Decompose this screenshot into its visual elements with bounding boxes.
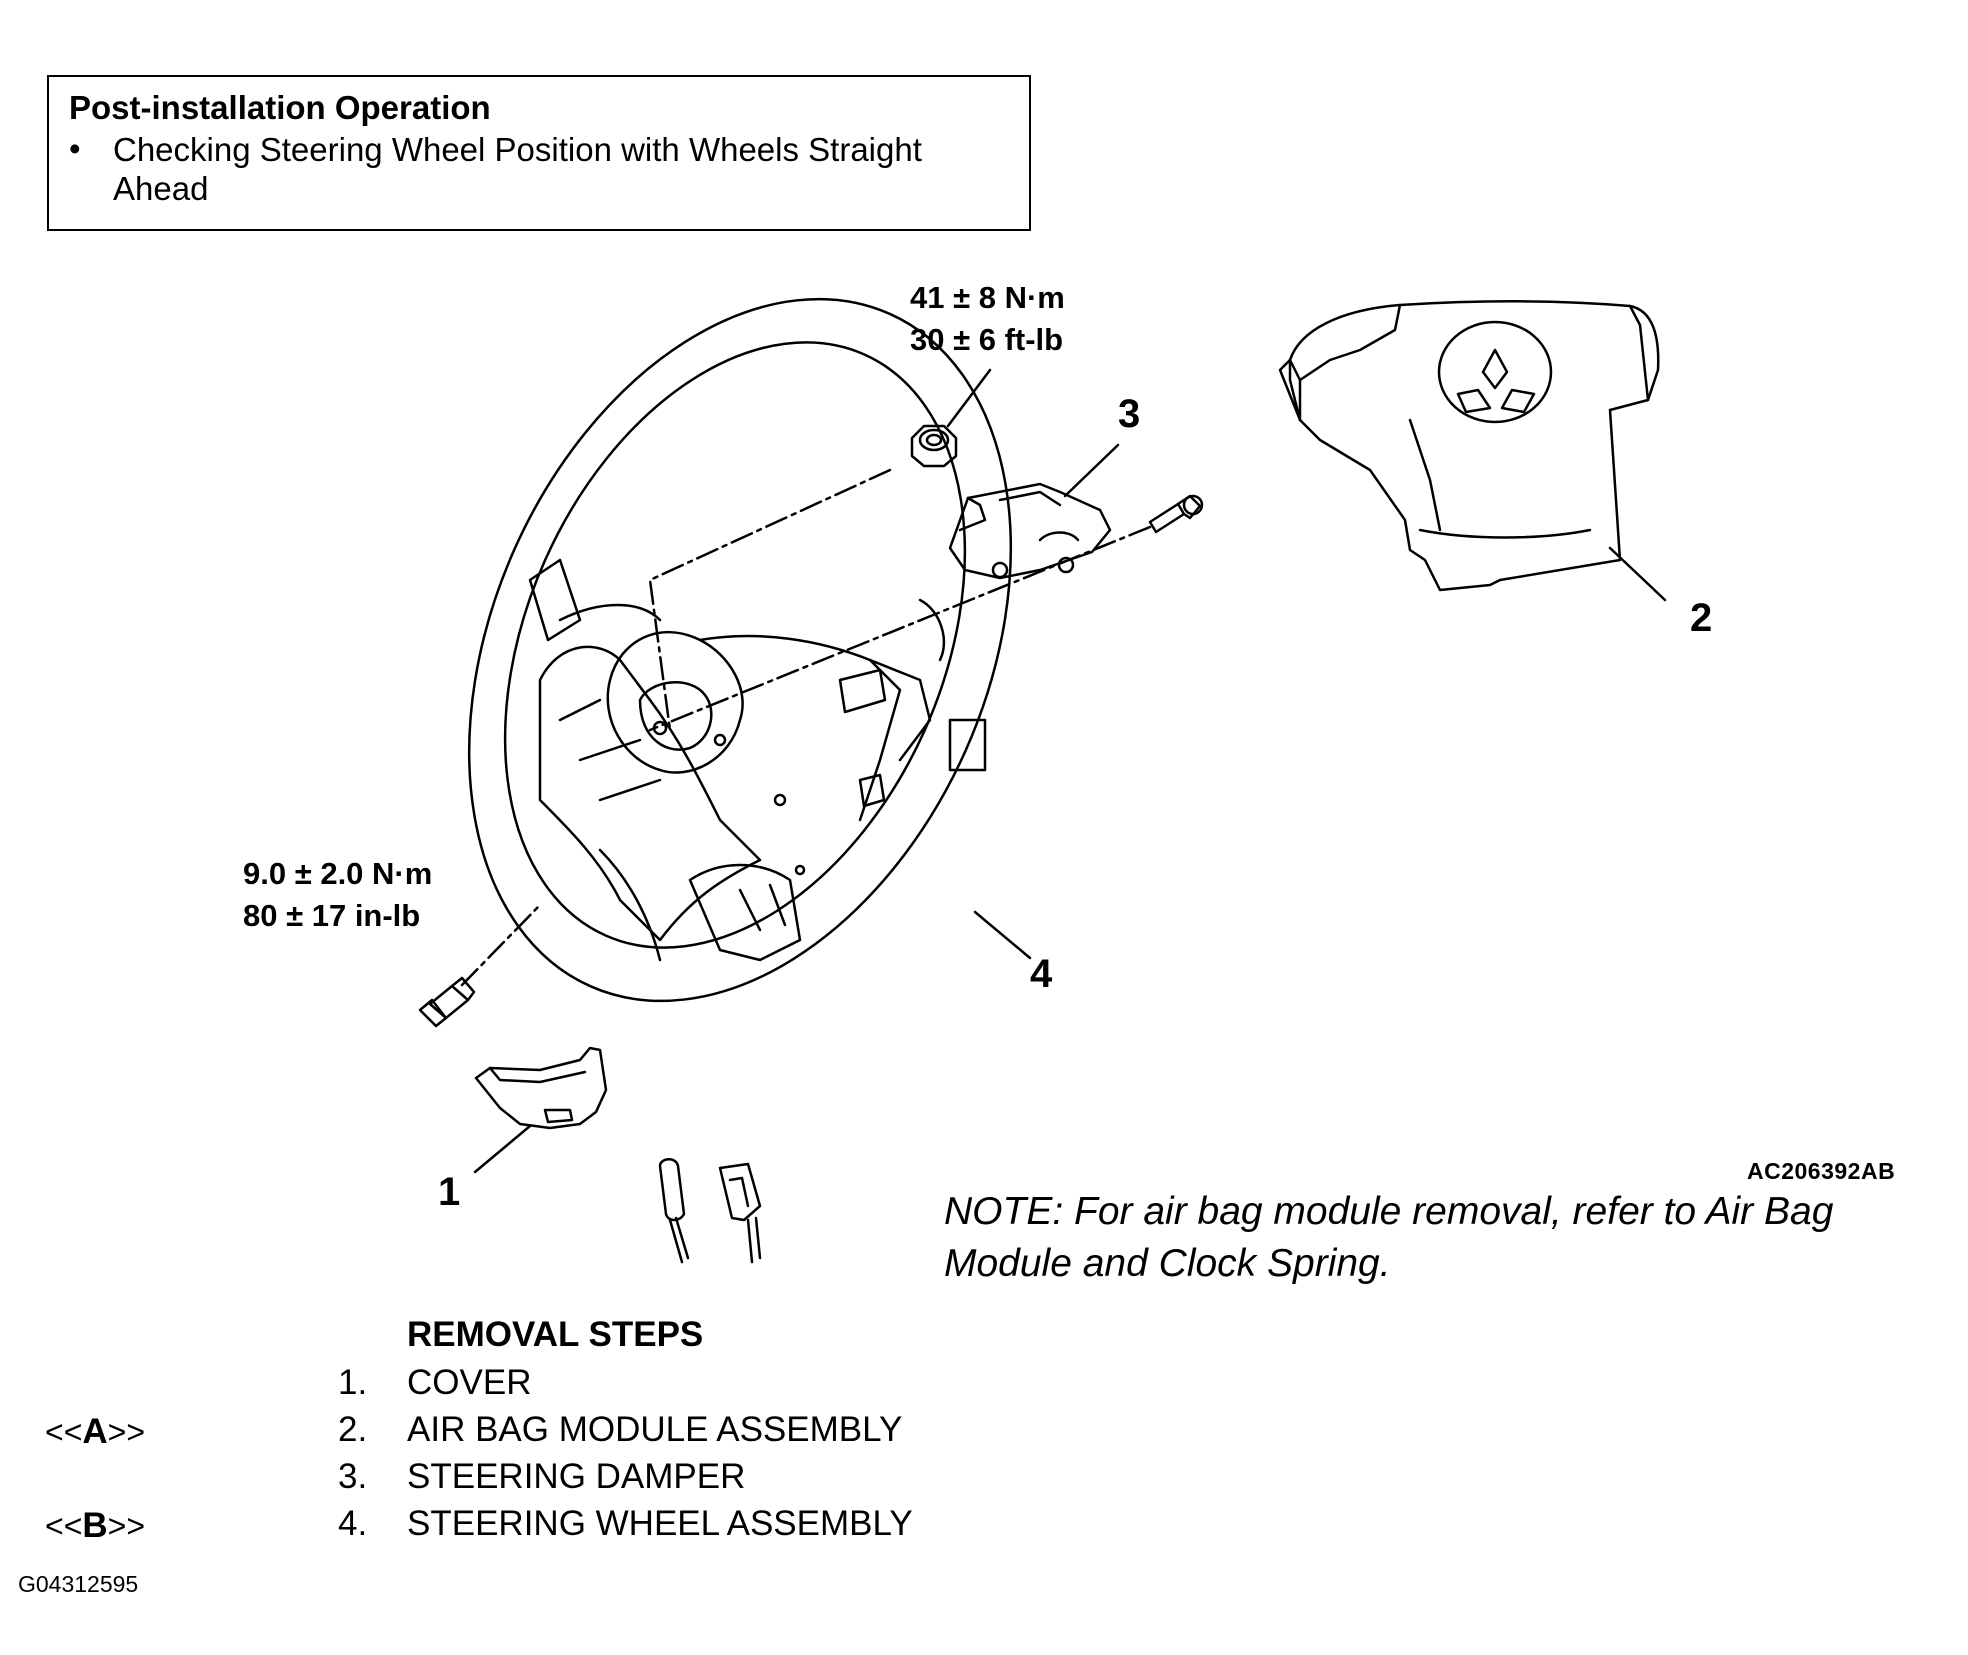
step-label: COVER: [407, 1363, 532, 1402]
cover-leader-line: [473, 1124, 532, 1174]
callout-4: 4: [1030, 952, 1053, 996]
post-installation-item: Checking Steering Wheel Position with Wh…: [113, 131, 922, 207]
note: NOTE: For air bag module removal, refer …: [944, 1186, 1954, 1290]
post-installation-title: Post-installation Operation: [69, 89, 491, 126]
nut-torque-metric: 41 ± 8 N·m: [910, 280, 1065, 315]
step-number: 4.: [338, 1504, 368, 1543]
wheel-leader-line: [973, 910, 1032, 960]
document-id: G04312595: [18, 1571, 139, 1597]
note-line-2: Module and Clock Spring.: [944, 1242, 1391, 1285]
nut-leader-line: [946, 368, 992, 428]
removal-steps-title: REMOVAL STEPS: [407, 1315, 704, 1354]
step-reference: <<B>>: [45, 1506, 146, 1545]
steering-wheel-nut: [910, 424, 958, 468]
bullet: •: [69, 130, 81, 167]
post-installation-box: Post-installation Operation • Checking S…: [47, 75, 1031, 231]
step-reference: <<A>>: [45, 1412, 146, 1451]
step-number: 3.: [338, 1457, 368, 1496]
step-label: STEERING WHEEL ASSEMBLY: [407, 1504, 913, 1543]
steering-wheel: [467, 297, 1013, 1003]
step-label: AIR BAG MODULE ASSEMBLY: [407, 1410, 903, 1449]
steering-wheel-bolt: [418, 976, 476, 1028]
bolt-torque-metric: 9.0 ± 2.0 N·m: [243, 856, 433, 891]
note-line-1: NOTE: For air bag module removal, refer …: [944, 1190, 1834, 1233]
connector-round: [658, 1158, 690, 1264]
callout-1: 1: [438, 1170, 461, 1214]
step-number: 2.: [338, 1410, 368, 1449]
callout-3: 3: [1118, 392, 1141, 436]
cover: [474, 1046, 608, 1130]
nut-torque-spec: 41 ± 8 N·m 30 ± 6 ft-lb: [910, 277, 1065, 361]
damper-bolt-center-line: [648, 525, 1152, 732]
steering-damper: [948, 482, 1112, 580]
callout-2: 2: [1690, 596, 1713, 640]
figure-code: AC206392AB: [1747, 1158, 1896, 1184]
bolt-center-line: [460, 903, 542, 987]
step-label: STEERING DAMPER: [407, 1457, 746, 1496]
bolt-torque-imperial: 80 ± 17 in-lb: [243, 898, 421, 933]
air-bag-module: [1278, 300, 1660, 592]
nut-center-line: [648, 468, 892, 732]
air-bag-leader-line: [1608, 546, 1667, 602]
connector-flat: [718, 1162, 762, 1264]
nut-torque-imperial: 30 ± 6 ft-lb: [910, 322, 1064, 357]
damper-leader-line: [1063, 443, 1120, 498]
bolt-torque-spec: 9.0 ± 2.0 N·m 80 ± 17 in-lb: [243, 853, 432, 937]
step-number: 1.: [338, 1363, 368, 1402]
damper-bolt: [1148, 494, 1204, 534]
